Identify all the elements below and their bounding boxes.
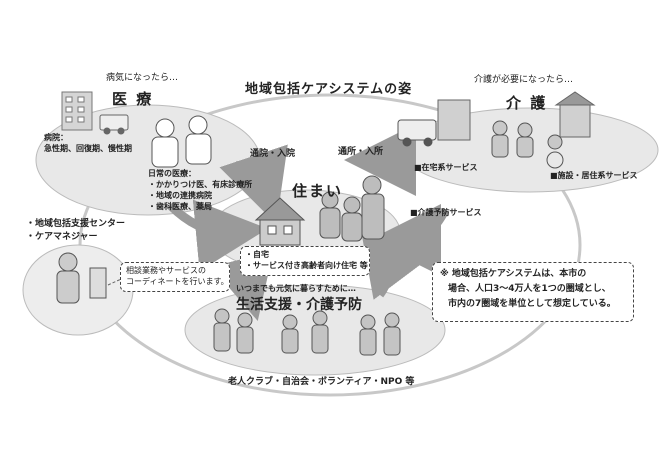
hospital-building	[61, 91, 93, 131]
care-facility	[437, 91, 596, 141]
caregiver-figures	[491, 120, 564, 169]
daily-medical-item: ・かかりつけ医、有床診療所	[148, 180, 253, 189]
daily-medical-item: ・歯科医療、薬局	[148, 202, 212, 211]
family-figures	[319, 175, 385, 242]
care-heading: 介 護	[506, 94, 548, 112]
medical-heading: 医 療	[112, 90, 154, 108]
care-vehicle	[397, 119, 437, 147]
livelihood-heading: 生活支援・介護予防	[236, 297, 362, 313]
livelihood-groups: 老人クラブ・自治会・ボランティア・NPO 等	[228, 377, 415, 387]
remark-line: 市内の7圏域を単位として想定している。	[448, 299, 616, 309]
care-manager-figure	[56, 252, 107, 304]
support-note-line: 相談業務やサービスの	[126, 266, 206, 275]
arrow-home-to-medical	[219, 144, 288, 225]
doctor-figures	[151, 115, 212, 168]
ambulance	[99, 114, 129, 135]
house-illustration	[254, 197, 306, 246]
arrow-life-up-right	[360, 229, 425, 300]
home-service-label: ■在宅系サービス	[414, 163, 478, 172]
facility-service-label: ■施設・居住系サービス	[550, 171, 638, 180]
arrow-care-to-home	[344, 124, 417, 197]
diagram-title: 地域包括ケアシステムの姿	[245, 82, 413, 97]
prevention-service-label: ■介護予防サービス	[410, 208, 482, 217]
housing-heading: 住まい	[292, 182, 344, 200]
housing-box	[240, 246, 370, 276]
medical-link-label: 通院・入院	[250, 149, 296, 159]
medical-caption: 病気になったら…	[106, 73, 179, 83]
support-note-box	[120, 262, 230, 292]
community-figures	[213, 308, 401, 356]
remark-line: ※ 地域包括ケアシステムは、本市の	[440, 269, 587, 279]
hospital-types: 急性期、回復期、慢性期	[44, 144, 132, 153]
housing-item: ・自宅	[245, 250, 269, 259]
daily-medical-item: ・地域の連携病院	[148, 191, 212, 200]
support-note-line: コーディネートを行います。	[126, 277, 229, 286]
support-center-item: ・地域包括支援センター	[26, 219, 126, 229]
arrow-medical-to-home	[166, 199, 268, 272]
care-link-label: 通所・入所	[338, 147, 384, 157]
daily-medical-label: 日常の医療：	[148, 169, 196, 178]
hospital-label: 病院：	[44, 133, 68, 142]
housing-item: ・サービス付き高齢者向け住宅 等	[245, 261, 368, 270]
remark-line: 場合、人口3～4万人を1つの圏域とし、	[448, 284, 611, 294]
remark-box	[432, 262, 634, 322]
livelihood-caption: いつまでも元気に暮らすために…	[236, 284, 356, 293]
care-caption: 介護が必要になったら…	[474, 75, 574, 85]
support-center-item: ・ケアマネジャー	[26, 232, 98, 242]
